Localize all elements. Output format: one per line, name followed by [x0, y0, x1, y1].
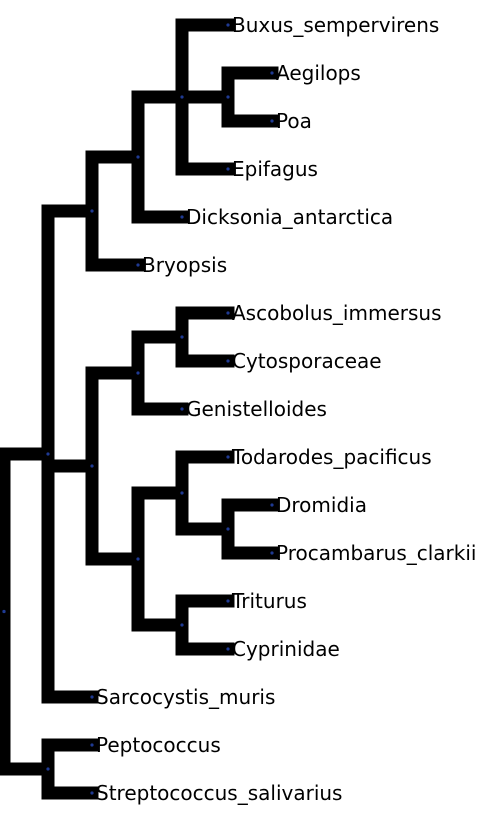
leaf-node-marker-streptococcus	[90, 791, 94, 795]
leaf-label-buxus: Buxus_sempervirens	[232, 13, 439, 37]
internal-node-marker-20	[180, 335, 184, 339]
leaf-node-marker-poa	[270, 119, 274, 123]
internal-node-marker-28	[226, 527, 230, 531]
leaf-node-marker-buxus	[226, 23, 230, 27]
leaf-node-marker-aegilops	[270, 71, 274, 75]
leaf-label-dromidia: Dromidia	[276, 493, 367, 517]
leaf-node-marker-epifagus	[226, 167, 230, 171]
leaf-label-streptococcus: Streptococcus_salivarius	[96, 781, 342, 805]
leaf-node-marker-dicksonia	[180, 215, 184, 219]
leaf-label-bryopsis: Bryopsis	[142, 253, 227, 277]
internal-node-marker-44	[90, 464, 94, 468]
leaf-label-todarodes: Todarodes_pacificus	[231, 445, 432, 469]
leaf-node-marker-sarcocystis	[90, 695, 94, 699]
leaf-node-marker-dromidia	[270, 503, 274, 507]
leaf-label-sarcocystis: Sarcocystis_muris	[96, 685, 275, 709]
internal-node-marker-8	[180, 95, 184, 99]
leaf-node-marker-bryopsis	[136, 263, 140, 267]
internal-node-marker-53	[46, 767, 50, 771]
leaf-label-cyprinidae: Cyprinidae	[232, 637, 340, 661]
leaf-labels: Buxus_sempervirensAegilopsPoaEpifagusDic…	[96, 13, 476, 805]
internal-node-marker-24	[136, 371, 140, 375]
leaf-label-ascobolus: Ascobolus_immersus	[232, 301, 441, 325]
leaf-node-marker-todarodes	[226, 455, 230, 459]
leaf-node-marker-triturus	[226, 599, 230, 603]
internal-node-marker-36	[180, 623, 184, 627]
node-markers	[2, 23, 274, 795]
internal-node-marker-49	[46, 452, 50, 456]
leaf-node-marker-procambarus	[270, 551, 274, 555]
internal-node-marker-12	[136, 155, 140, 159]
leaf-node-marker-peptococcus	[90, 743, 94, 747]
internal-node-marker-40	[136, 557, 140, 561]
leaf-label-epifagus: Epifagus	[232, 157, 318, 181]
leaf-label-poa: Poa	[276, 109, 312, 133]
leaf-node-marker-ascobolus	[226, 311, 230, 315]
internal-node-marker-32	[180, 491, 184, 495]
leaf-node-marker-cytosporaceae	[226, 359, 230, 363]
leaf-label-aegilops: Aegilops	[276, 61, 361, 85]
leaf-label-dicksonia: Dicksonia_antarctica	[186, 205, 393, 229]
leaf-node-marker-cyprinidae	[226, 647, 230, 651]
tree-branches	[0, 18, 279, 800]
leaf-node-marker-genistelloides	[180, 407, 184, 411]
root-node-marker	[2, 609, 6, 614]
internal-node-marker-3	[226, 95, 230, 99]
leaf-label-peptococcus: Peptococcus	[96, 733, 221, 757]
internal-node-marker-16	[90, 209, 94, 213]
leaf-label-triturus: Triturus	[231, 589, 307, 613]
leaf-label-cytosporaceae: Cytosporaceae	[232, 349, 382, 373]
leaf-label-procambarus: Procambarus_clarkii	[276, 541, 476, 565]
leaf-label-genistelloides: Genistelloides	[186, 397, 327, 421]
